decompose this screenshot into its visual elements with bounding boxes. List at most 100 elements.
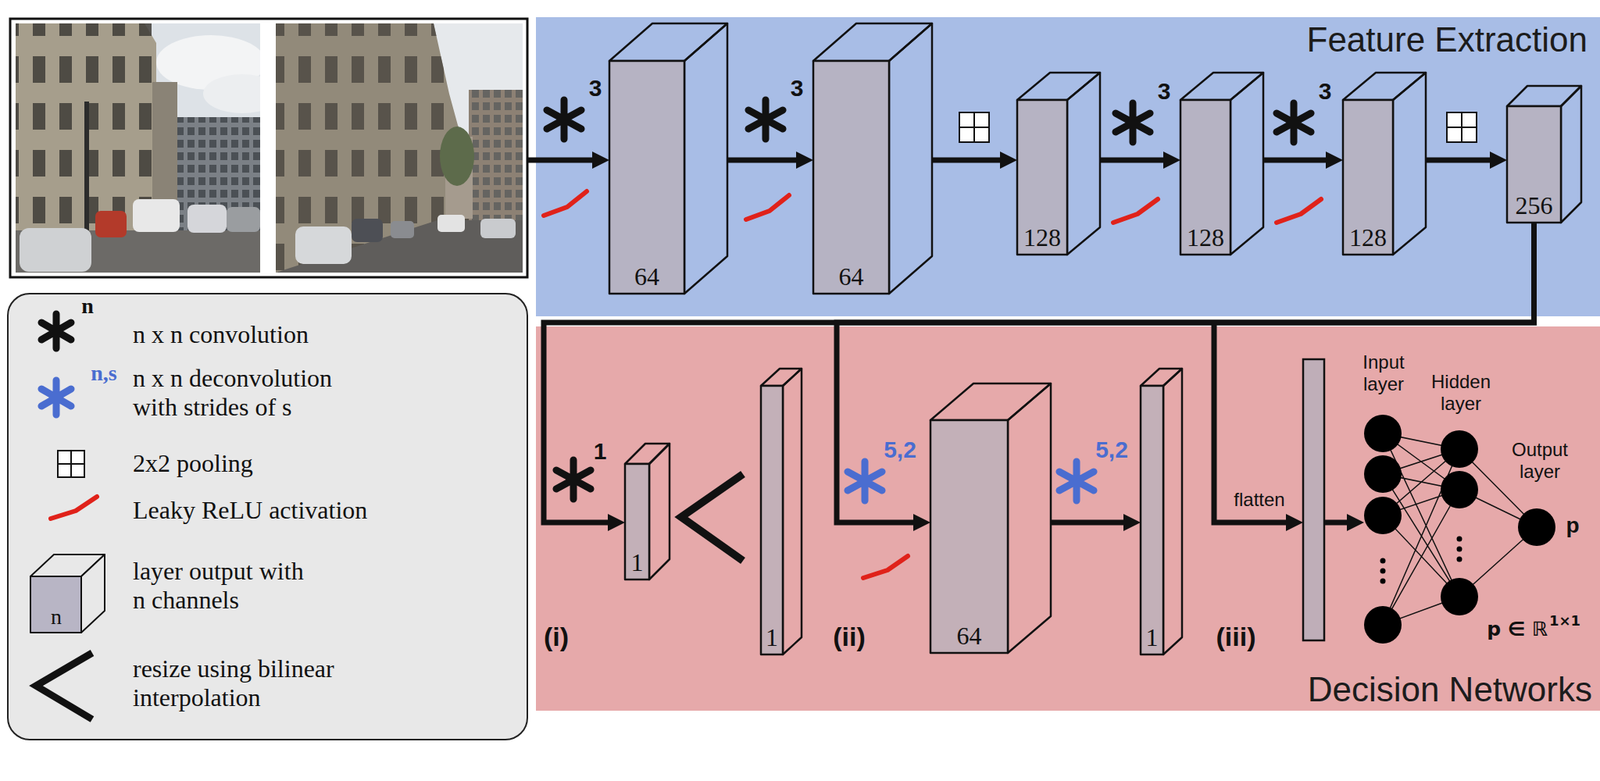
panel-title: Decision Networks (1307, 670, 1593, 710)
label-wrap: n,s (90, 360, 117, 386)
connector-line (932, 157, 1005, 164)
panel-title: Feature Extraction (1307, 20, 1589, 60)
stage-panel: 6464128128128256Feature Extraction (535, 17, 1600, 317)
connector-arrow (836, 222, 1535, 532)
label-wrap: 5,2 (1095, 436, 1129, 465)
street-photo (15, 23, 261, 273)
cuboid-face (1017, 100, 1068, 255)
cuboid-face (649, 443, 670, 580)
cuboid-face (1230, 72, 1264, 255)
street-photo (15, 23, 153, 235)
flatten-arrow (1324, 520, 1350, 526)
cuboid-face (1017, 72, 1100, 100)
cuboid-face (1507, 106, 1561, 223)
neuron (1364, 606, 1402, 644)
diagram-label: 3 (589, 75, 603, 103)
pooling-symbol (57, 450, 85, 478)
street-photo (437, 214, 465, 233)
legend-text: 2x2 pooling (132, 449, 254, 479)
street-photo (203, 74, 261, 114)
cuboid-face (1342, 100, 1393, 255)
arrow-head (607, 514, 625, 532)
relu-symbol (1276, 199, 1322, 223)
channel-count: 128 (1349, 224, 1387, 252)
connector-line (543, 222, 1535, 523)
label-wrap: p ∈ ℝ (1486, 618, 1548, 642)
connector-line (1050, 520, 1129, 526)
arrow-head (796, 151, 814, 169)
legend-text: n x n deconvolution with strides of s (132, 364, 356, 422)
relu-symbol (1113, 199, 1158, 223)
layer-output-box: 64 (609, 23, 728, 294)
label-wrap: 3 (790, 75, 804, 103)
street-photo (175, 117, 261, 235)
channel-count: 1 (1146, 624, 1159, 652)
box-face: 128 (1180, 100, 1231, 255)
street-photo (468, 89, 523, 227)
relu-symbol (543, 191, 1322, 579)
cuboid-face (760, 368, 802, 386)
layer-output-box: 1 (625, 443, 670, 580)
channel-count: 128 (1023, 224, 1061, 252)
relu-symbol (543, 191, 587, 216)
cuboid-face (1067, 72, 1100, 255)
diagram-label: 3 (1157, 78, 1172, 106)
deconvolution-symbol (847, 461, 1094, 501)
cuboid-face (1163, 368, 1183, 655)
layer-output-box: 128 (1342, 72, 1426, 255)
relu-symbol (50, 496, 97, 519)
street-photo (95, 210, 127, 238)
box-face: 64 (609, 60, 685, 294)
cuboid-face (609, 60, 685, 294)
cuboid-face (813, 60, 890, 294)
box-face: 128 (1342, 100, 1393, 255)
resize-symbol (681, 474, 743, 561)
panel-title-wrap: Decision Networks (1307, 670, 1593, 710)
layer-cuboid (813, 23, 933, 294)
street-photo (15, 230, 261, 273)
cuboid-face (1180, 72, 1264, 100)
cuboid-face (1392, 72, 1426, 255)
label-wrap: (i) (543, 621, 569, 653)
pooling-symbol (1446, 112, 1477, 143)
relu-symbol (746, 195, 790, 220)
street-photo (187, 204, 227, 233)
connector-arrow (1050, 514, 1141, 532)
channel-count: 64 (634, 263, 660, 291)
channel-count: 128 (1186, 224, 1225, 252)
street-photo (275, 23, 473, 273)
layer-cube-symbol (81, 554, 105, 633)
street-photo (295, 226, 352, 265)
arrow-head (1163, 151, 1181, 169)
street-photo (351, 218, 383, 243)
ellipsis-dots (1457, 536, 1463, 543)
cuboid-face (625, 464, 650, 580)
street-photo (275, 23, 523, 273)
connector-arrow (727, 151, 814, 169)
ellipsis-dots (1380, 578, 1386, 585)
arrow-head (1123, 514, 1141, 532)
channel-count: 64 (957, 622, 983, 650)
convolution-symbol (546, 100, 1311, 500)
cuboid-face (625, 443, 670, 465)
channel-count: 64 (839, 263, 865, 291)
flatten-branch (1285, 514, 1304, 532)
label-wrap: n (81, 293, 94, 319)
street-photo (226, 207, 261, 233)
cuboid-face (1180, 100, 1231, 255)
label-wrap: (iii) (1216, 621, 1257, 653)
cuboid-face (1140, 385, 1164, 655)
street-photo (480, 218, 516, 239)
layer-cube-symbol (30, 554, 105, 633)
cuboid-face (889, 23, 933, 294)
cuboid-face (684, 23, 728, 294)
cuboid-face (1007, 383, 1051, 654)
diagram-label: 1 (593, 438, 608, 466)
street-photo (445, 136, 473, 219)
connector-arrow (932, 151, 1018, 169)
street-photo (175, 117, 261, 235)
street-photo (15, 23, 261, 273)
label-wrap: Input layer (1344, 351, 1423, 395)
legend-entry: Leaky ReLU activation (132, 496, 368, 525)
neuron (1440, 471, 1479, 509)
